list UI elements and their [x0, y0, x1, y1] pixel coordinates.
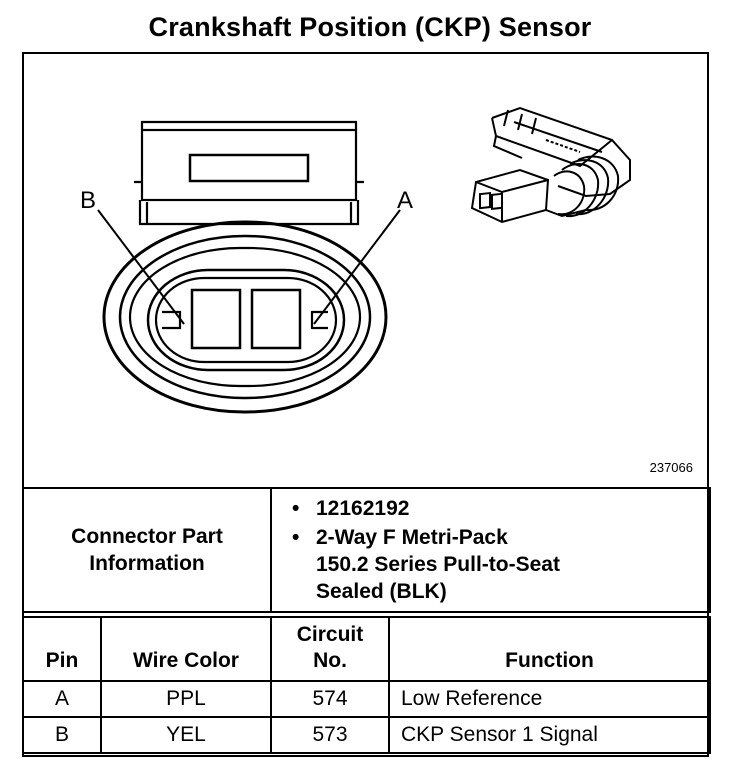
connector-description-line1: 2-Way F Metri-Pack [316, 526, 508, 549]
header-pin: Pin [22, 616, 102, 682]
header-circuit-line2: No. [313, 649, 347, 672]
connector-front-view [97, 120, 401, 414]
connector-drawing: B A [80, 106, 631, 414]
connector-part-label-line2: Information [89, 552, 205, 575]
pin-cell: B [22, 716, 102, 754]
part-number: 12162192 [316, 497, 410, 520]
pin-label-b: B [80, 187, 96, 214]
connector-part-label-line1: Connector Part [71, 525, 223, 548]
pin-table-header: Pin Wire Color Circuit No. Function [22, 616, 711, 682]
connector-part-label: Connector Part Information [22, 487, 272, 613]
page-title: Crankshaft Position (CKP) Sensor [148, 12, 592, 42]
connector-description-item: 2-Way F Metri-Pack 150.2 Series Pull-to-… [292, 524, 709, 605]
wire-color-cell: YEL [100, 716, 272, 754]
circuit-cell: 574 [270, 680, 390, 718]
connector-iso-view [470, 106, 631, 224]
connector-part-values: 12162192 2-Way F Metri-Pack 150.2 Series… [270, 487, 711, 613]
connector-figure: B A 237066 [22, 52, 709, 488]
table-row: B YEL 573 CKP Sensor 1 Signal [22, 716, 711, 754]
header-function: Function [388, 616, 711, 682]
wire-color-cell: PPL [100, 680, 272, 718]
header-circuit-line1: Circuit [296, 623, 364, 646]
pin-label-a: A [397, 187, 413, 214]
figure-id: 237066 [649, 460, 693, 475]
function-cell: CKP Sensor 1 Signal [388, 716, 711, 754]
connector-part-info-table: Connector Part Information 12162192 2-Wa… [22, 487, 711, 613]
pin-table: Pin Wire Color Circuit No. Function A PP… [22, 616, 711, 754]
header-wire-color: Wire Color [100, 616, 272, 682]
header-circuit-no: Circuit No. [270, 616, 390, 682]
connector-description-line2: 150.2 Series Pull-to-Seat [316, 553, 560, 576]
part-number-item: 12162192 [292, 495, 709, 522]
pin-cell: A [22, 680, 102, 718]
table-row: A PPL 574 Low Reference [22, 680, 711, 718]
function-cell: Low Reference [388, 680, 711, 718]
circuit-cell: 573 [270, 716, 390, 754]
connector-description-line3: Sealed (BLK) [316, 580, 447, 603]
diagram-frame [22, 52, 709, 757]
